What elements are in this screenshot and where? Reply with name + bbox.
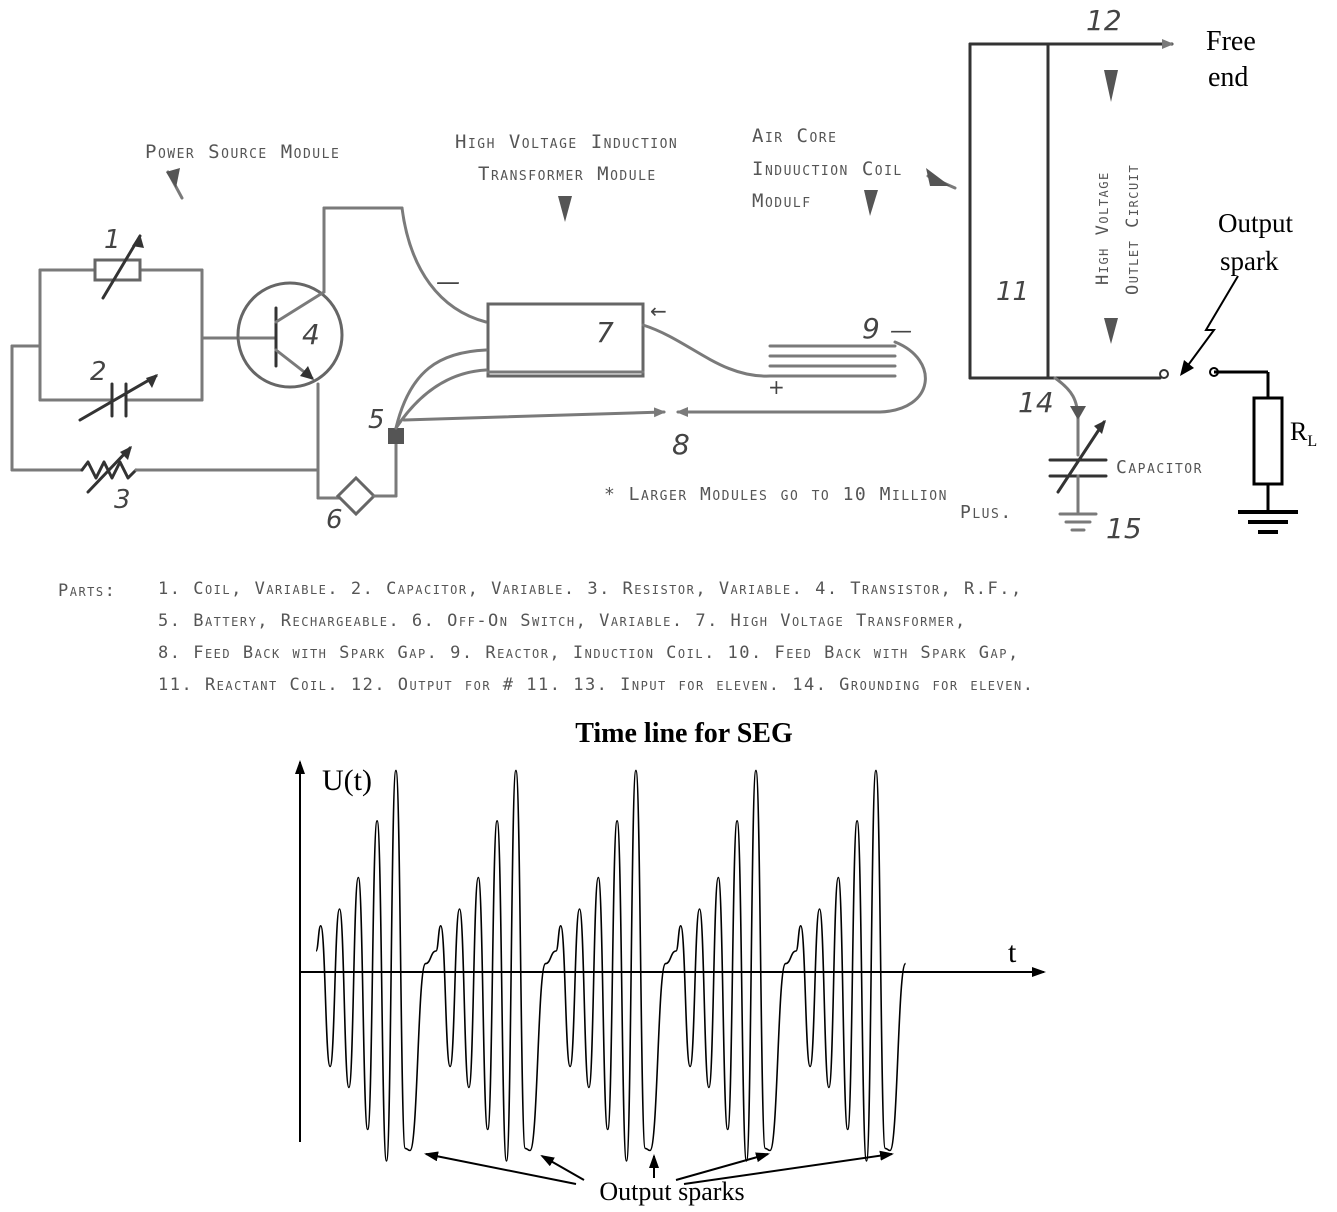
wire-to-transformer-neg <box>400 206 488 324</box>
capacitor-arrow-head-icon <box>146 374 158 388</box>
power-source-module-label: Power Source Module <box>145 141 340 163</box>
free-end-label-1: Free <box>1206 26 1256 57</box>
hv-transformer-arrow-icon <box>558 196 572 222</box>
resistor-variable-arrow <box>86 446 132 494</box>
part-number-11: 11 <box>996 277 1029 307</box>
parts-list: Parts: 1. Coil, Variable. 2. Capacitor, … <box>58 579 1034 695</box>
spark-pointer-4 <box>675 1152 770 1181</box>
parts-line-2: 5. Battery, Rechargeable. 6. Off-On Swit… <box>158 611 967 631</box>
spark-arrow-icon <box>1180 360 1194 376</box>
part-number-12: 12 <box>1086 4 1122 37</box>
wire-transformer-to-reactor <box>641 323 772 378</box>
capacitor-2-arrow-head-icon <box>1094 420 1106 434</box>
wire-battery-to-transformer-2 <box>394 368 488 430</box>
part-number-6: 6 <box>326 505 343 535</box>
capacitor-input-arrow-icon <box>1070 406 1086 420</box>
output-spark-label-2: spark <box>1220 246 1279 276</box>
minus-sign-1: — <box>436 268 460 296</box>
load-resistor-label: RL <box>1290 417 1317 450</box>
spark-pointer-1 <box>424 1151 577 1185</box>
transistor-collector <box>274 290 326 324</box>
coil-variable-arrow <box>101 234 142 300</box>
wire-battery-to-transformer-1 <box>394 348 488 430</box>
parts-heading: Parts: <box>58 581 116 601</box>
hv-transformer-module-label-2: Transformer Module <box>478 163 657 185</box>
outlet-circuit-label-2: Outlet Circuit <box>1123 164 1143 295</box>
part-number-14: 14 <box>1018 386 1054 419</box>
outlet-arrow-down-icon <box>1104 318 1118 344</box>
part-number-8: 8 <box>672 428 690 461</box>
air-core-module-label-1: Air Core <box>752 125 837 147</box>
minus-sign-3: — <box>890 319 912 344</box>
feedback-arrow-right <box>402 407 666 422</box>
hv-transformer-module-label-1: High Voltage Induction <box>455 131 678 153</box>
output-sparks-label: Output sparks <box>599 1177 744 1206</box>
battery-5 <box>388 428 404 444</box>
air-core-module-label-2: Induuction Coil <box>752 158 903 180</box>
emitter-arrow-icon <box>300 366 314 380</box>
power-source-arrow-icon <box>166 168 180 188</box>
spark-pointer-5 <box>683 1150 894 1185</box>
y-axis-label: U(t) <box>322 764 372 797</box>
seg-timeline: Time line for SEG U(t) t Output sparks <box>295 718 1046 1206</box>
air-core-module-label-3: Modulf <box>752 190 812 212</box>
voltage-waveform <box>315 769 907 1162</box>
timeline-title: Time line for SEG <box>575 718 793 749</box>
larger-modules-note-1: * Larger Modules go to 10 Million <box>604 484 948 505</box>
feedback-arrow-left <box>676 340 927 417</box>
x-axis-label: t <box>1008 936 1017 969</box>
variable-coil-1 <box>93 258 142 282</box>
spark-gap-terminal-left <box>1159 369 1169 379</box>
coil-arrow-head-icon <box>132 234 144 248</box>
part-number-7: 7 <box>596 316 614 349</box>
air-core-arrow-icon <box>864 190 878 216</box>
output-spark-label-1: Output <box>1218 208 1294 238</box>
minus-sign-2: ← <box>650 299 667 323</box>
capacitor-variable-arrow <box>78 374 158 422</box>
part-number-9: 9 <box>862 312 880 345</box>
larger-modules-note-2: Plus. <box>960 502 1013 523</box>
load-resistor-rl <box>1252 396 1284 486</box>
capacitor-label: Capacitor <box>1116 457 1203 478</box>
parts-line-4: 11. Reactant Coil. 12. Output for # 11. … <box>158 675 1034 695</box>
transformer-7 <box>486 302 645 378</box>
spark-pointer-2 <box>540 1155 585 1181</box>
resistor-arrow-head-icon <box>120 446 132 460</box>
part-number-4: 4 <box>302 318 320 351</box>
air-core-pointer-arrow-icon <box>926 168 950 186</box>
part-number-5: 5 <box>368 405 385 435</box>
part-number-2: 2 <box>90 357 107 387</box>
capacitor-variable-arrow-2 <box>1056 420 1106 494</box>
spark-bolt-icon <box>1185 275 1239 369</box>
switch-6 <box>335 475 377 517</box>
outlet-arrow-up-icon <box>1104 70 1118 102</box>
part-number-15: 15 <box>1106 512 1142 545</box>
parts-line-1: 1. Coil, Variable. 2. Capacitor, Variabl… <box>158 579 1023 599</box>
circuit-diagram: Power Source Module High Voltage Inducti… <box>10 4 1317 545</box>
part-number-3: 3 <box>114 485 131 515</box>
part-number-1: 1 <box>104 225 121 255</box>
plus-sign-1: + <box>768 375 785 399</box>
free-end-label-2: end <box>1208 62 1248 93</box>
transistor-4 <box>236 281 344 389</box>
parts-line-3: 8. Feed Back with Spark Gap. 9. Reactor,… <box>158 643 1020 663</box>
outlet-circuit-label-1: High Voltage <box>1093 171 1113 285</box>
